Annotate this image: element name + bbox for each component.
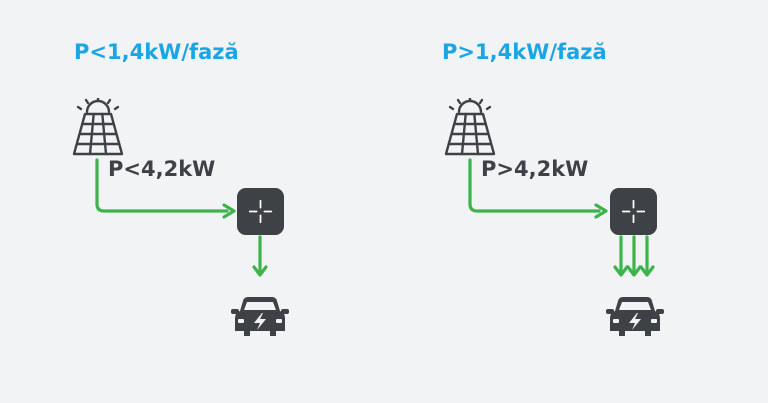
charging-arrowhead [252,265,268,277]
panel-2 [444,98,664,336]
charging-arrowhead [626,265,642,277]
solar-panel-icon [444,98,496,156]
panel-1-title: P<1,4kW/fază [74,40,239,64]
panel-1 [72,98,289,336]
flow-arrow-solar-to-inverter [95,158,229,213]
panel-1-power-label: P<4,2kW [108,157,216,181]
charging-arrowhead [639,265,655,277]
electric-car-icon [231,297,289,336]
flow-arrowhead [222,203,236,219]
panel-2-title: P>1,4kW/fază [442,40,607,64]
electric-car-icon [606,297,664,336]
inverter-icon [237,188,284,235]
panel-2-power-label: P>4,2kW [481,157,589,181]
solar-panel-icon [72,98,124,156]
charging-arrowhead [613,265,629,277]
flow-arrowhead [594,203,608,219]
inverter-icon [610,188,657,235]
flow-arrow-solar-to-inverter [468,158,601,213]
